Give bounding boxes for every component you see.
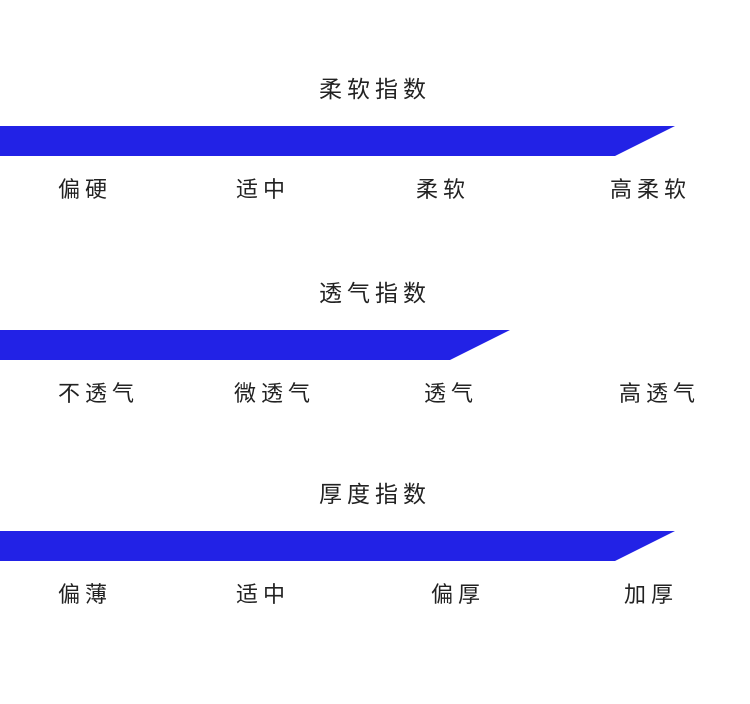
thickness-index-fill [0, 531, 675, 561]
thickness-index-section: 厚度指数 偏薄 适中 偏厚 加厚 [0, 480, 750, 640]
thickness-index-title: 厚度指数 [319, 482, 431, 508]
soft-level-2: 适中 [236, 178, 291, 203]
breathability-level-4: 高透气 [619, 382, 701, 407]
soft-index-fill [0, 126, 675, 156]
thickness-level-3: 偏厚 [431, 583, 486, 608]
soft-index-section: 柔软指数 偏硬 适中 柔软 高柔软 [0, 75, 750, 235]
thickness-index-bar [0, 531, 750, 561]
breathability-level-3: 透气 [424, 382, 479, 407]
breathability-level-1: 不透气 [58, 382, 140, 407]
thickness-level-1: 偏薄 [58, 583, 113, 608]
breathability-index-bar [0, 330, 750, 360]
breathability-index-section: 透气指数 不透气 微透气 透气 高透气 [0, 279, 750, 439]
soft-index-title: 柔软指数 [319, 77, 431, 103]
breathability-level-2: 微透气 [234, 382, 316, 407]
breathability-index-fill [0, 330, 510, 360]
thickness-level-2: 适中 [236, 583, 291, 608]
soft-level-4: 高柔软 [610, 178, 692, 203]
soft-level-1: 偏硬 [58, 178, 113, 203]
thickness-level-4: 加厚 [624, 583, 679, 608]
soft-level-3: 柔软 [416, 178, 471, 203]
soft-index-bar [0, 126, 750, 156]
breathability-index-title: 透气指数 [319, 281, 431, 307]
